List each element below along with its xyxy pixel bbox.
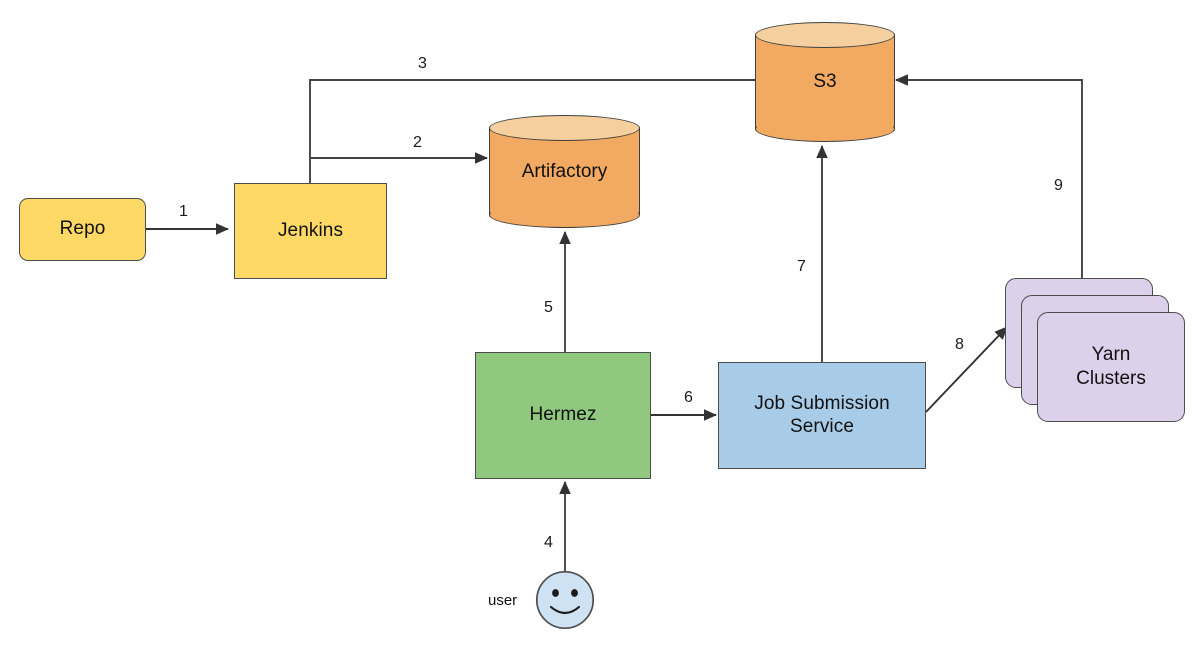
edge-label-2: 2	[413, 134, 422, 151]
edge-label-5: 5	[544, 299, 553, 316]
edge-label-3: 3	[418, 55, 427, 72]
node-job-submission-service-label: Job Submission Service	[754, 393, 890, 437]
edge-label-1: 1	[179, 203, 188, 220]
cylinder-bottom-cover	[490, 199, 639, 215]
edge-label-9: 9	[1054, 177, 1063, 194]
node-user-label: user	[488, 592, 518, 609]
node-hermez[interactable]: Hermez	[475, 352, 651, 479]
node-yarn-clusters[interactable]: Yarn Clusters	[1005, 278, 1185, 423]
node-s3[interactable]: S3	[755, 22, 895, 142]
edge-label-8: 8	[955, 336, 964, 353]
cylinder-bottom-cover	[756, 113, 894, 129]
edge-label-7: 7	[797, 258, 806, 275]
cylinder-top	[489, 115, 640, 141]
node-repo-label: Repo	[59, 218, 106, 240]
edge-label-6: 6	[684, 389, 693, 406]
node-yarn-clusters-label: Yarn Clusters	[1076, 344, 1146, 389]
node-hermez-label: Hermez	[529, 404, 597, 426]
stack-card-front	[1037, 312, 1185, 422]
user-smiley-icon	[535, 570, 595, 630]
node-job-submission-service[interactable]: Job Submission Service	[718, 362, 926, 469]
node-artifactory-label: Artifactory	[521, 160, 608, 182]
cylinder-top	[755, 22, 895, 48]
node-s3-label: S3	[813, 71, 837, 92]
node-jenkins[interactable]: Jenkins	[234, 183, 387, 279]
node-user[interactable]	[535, 570, 595, 630]
edge-8-path	[925, 326, 1008, 413]
node-repo[interactable]: Repo	[19, 198, 146, 261]
edge-label-4: 4	[544, 534, 553, 551]
node-artifactory[interactable]: Artifactory	[489, 115, 640, 228]
node-jenkins-label: Jenkins	[277, 219, 344, 241]
